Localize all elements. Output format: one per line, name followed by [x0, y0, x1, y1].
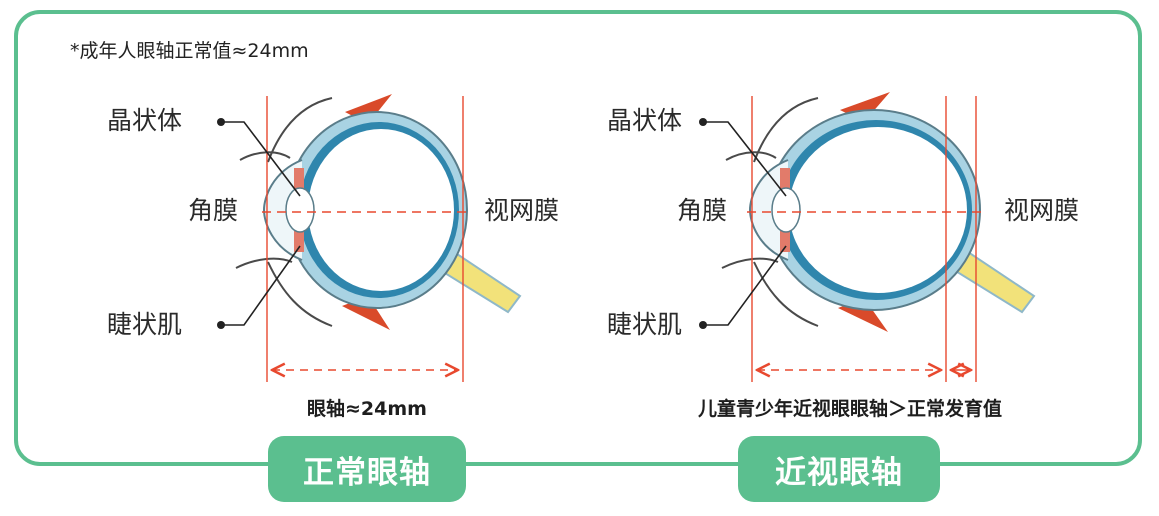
lower-lash — [721, 257, 779, 269]
retina-label: 视网膜 — [1004, 196, 1080, 225]
ciliary-leader — [703, 245, 787, 326]
axial-length-note: *成年人眼轴正常值≈24mm — [70, 40, 309, 62]
normal-eye — [217, 94, 522, 382]
vitreous — [308, 129, 454, 291]
upper-lash — [725, 151, 777, 161]
cornea — [748, 159, 789, 261]
iris-lower — [780, 226, 790, 252]
retina-label: 视网膜 — [484, 196, 560, 225]
normal-axis-tag: 正常眼轴 — [268, 436, 466, 502]
myopic-eye — [699, 92, 1036, 382]
ciliary-muscle-label: 睫状肌 — [107, 310, 183, 339]
cornea-label: 角膜 — [677, 196, 728, 225]
lens-label: 晶状体 — [607, 106, 683, 135]
lens-leader — [221, 121, 301, 197]
normal-axial-caption: 眼轴≈24mm — [307, 398, 427, 420]
ciliary-muscle-label: 睫状肌 — [607, 310, 683, 339]
lower-eyelid — [753, 261, 819, 327]
lower-eyelid — [267, 261, 333, 327]
ciliary-leader — [221, 245, 301, 326]
iris-upper — [294, 168, 304, 194]
iris-upper — [780, 168, 790, 194]
myopia-axial-caption: 儿童青少年近视眼眼轴＞正常发育值 — [697, 398, 1002, 420]
lens-leader — [703, 121, 787, 197]
vitreous — [789, 127, 967, 293]
upper-lash — [239, 151, 291, 161]
lens — [771, 187, 801, 233]
myopia-axis-tag: 近视眼轴 — [738, 436, 940, 502]
iris-lower — [294, 226, 304, 252]
lens — [285, 187, 315, 233]
lower-lash — [235, 257, 293, 269]
lens-label: 晶状体 — [107, 106, 183, 135]
cornea-label: 角膜 — [188, 196, 239, 225]
